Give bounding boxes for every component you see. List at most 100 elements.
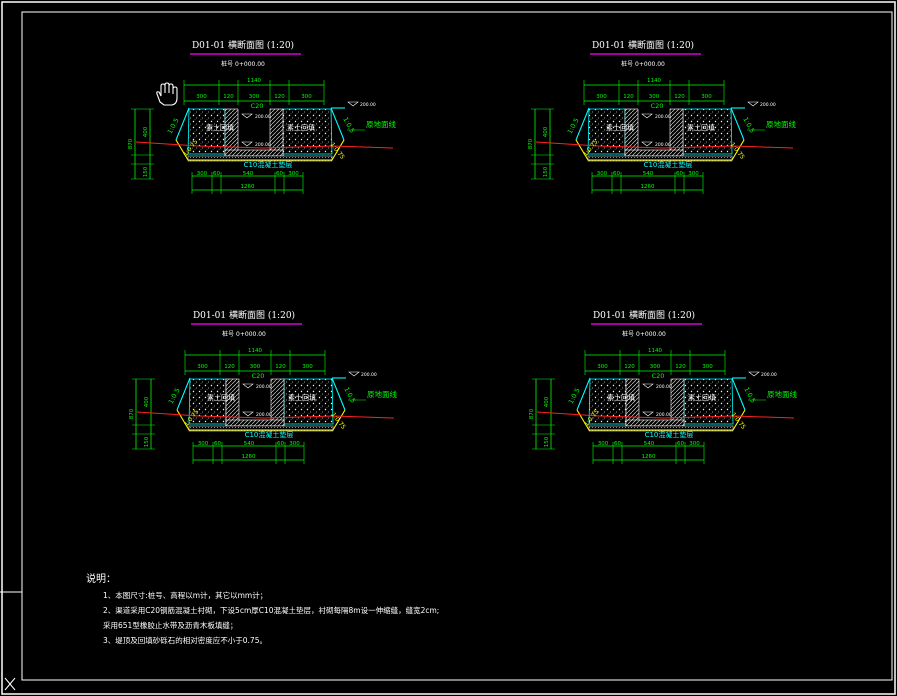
dim-part: 540	[643, 171, 654, 177]
cushion-label: C10混凝土垫层	[645, 430, 694, 439]
slope-lower-left	[175, 139, 189, 161]
ground-line	[136, 411, 395, 419]
dim-total: 1140	[648, 348, 662, 354]
ground-label: 原地面线	[767, 389, 797, 399]
channel-wall-left	[225, 378, 240, 427]
elevation-label: 200.00	[655, 142, 671, 148]
cushion-layer	[588, 425, 734, 432]
fill-label: 素土回填	[207, 393, 235, 402]
dim-part: 300	[302, 364, 313, 370]
elevation-marker	[242, 383, 254, 389]
channel-wall-right	[269, 108, 284, 157]
elevation-label: 200.00	[255, 142, 271, 148]
dim-part: 300	[597, 171, 608, 177]
grade-label: C20	[652, 372, 665, 380]
dim-part: 300	[689, 441, 700, 447]
slope-lower-right	[732, 409, 746, 431]
station-label: 桩号 0+000.00	[221, 60, 265, 68]
dim-height: 870	[128, 138, 134, 149]
elevation-marker	[642, 411, 654, 417]
channel-wall-right	[670, 378, 685, 427]
grade-label: C20	[252, 372, 265, 380]
dim-height: 150	[544, 436, 550, 447]
note-item: 1、本图尺寸:桩号、高程以m计，其它以mm计；	[103, 590, 267, 600]
elevation-label: 200.00	[360, 102, 376, 108]
dim-part: 300	[597, 364, 608, 370]
dim-part: 120	[624, 364, 635, 370]
section-title: D01-01 横断面图 (1:20)	[592, 39, 694, 51]
station-label: 桩号 0+000.00	[222, 330, 266, 338]
channel-base	[224, 149, 284, 157]
channel-wall-left	[224, 108, 239, 157]
dim-part: 120	[274, 94, 285, 100]
channel-wall-right	[669, 108, 684, 157]
dim-part: 60	[614, 441, 621, 447]
elevation-label: 200.00	[761, 372, 777, 378]
dim-part: 120	[675, 364, 686, 370]
dim-height: 400	[143, 126, 149, 137]
slope-label: 1:0.5	[342, 386, 357, 404]
slope-label: 1:0.5	[741, 116, 756, 134]
dim-total: 1140	[647, 78, 661, 84]
dim-part: 540	[244, 441, 255, 447]
note-item: 采用651型橡胶止水带及沥青木板填缝；	[103, 620, 237, 630]
dim-total: 1260	[241, 184, 255, 190]
cushion-layer	[188, 425, 334, 432]
dim-part: 540	[644, 441, 655, 447]
dim-part: 300	[249, 94, 260, 100]
elevation-marker	[747, 101, 759, 107]
channel-base	[625, 419, 685, 427]
dim-part: 300	[301, 94, 312, 100]
elevation-marker	[241, 141, 253, 147]
elevation-label: 200.00	[655, 114, 671, 120]
dim-height: 400	[544, 396, 550, 407]
cushion-label: C10混凝土垫层	[644, 160, 693, 169]
elevation-label: 200.00	[256, 412, 272, 418]
fill-label: 素土回填	[687, 123, 715, 132]
fill-label: 素土回填	[206, 123, 234, 132]
slope-lower-left	[576, 409, 590, 431]
dim-part: 300	[650, 364, 661, 370]
fill-label: 素土回填	[606, 123, 634, 132]
dim-total: 1260	[242, 454, 256, 460]
dim-total: 1260	[642, 454, 656, 460]
ground-label: 原地面线	[766, 119, 796, 129]
section-title: D01-01 横断面图 (1:20)	[593, 309, 695, 321]
elevation-marker	[348, 371, 360, 377]
dim-part: 60	[277, 441, 284, 447]
dim-part: 300	[596, 94, 607, 100]
dim-part: 60	[214, 441, 221, 447]
slope-upper-left	[176, 377, 191, 411]
dim-part: 300	[198, 441, 209, 447]
dim-part: 120	[623, 94, 634, 100]
elevation-marker	[347, 101, 359, 107]
elevation-marker	[641, 141, 653, 147]
dim-part: 300	[701, 94, 712, 100]
elevation-marker	[642, 383, 654, 389]
dim-part: 120	[674, 94, 685, 100]
cushion-label: C10混凝土垫层	[244, 160, 293, 169]
dim-part: 300	[649, 94, 660, 100]
dim-height: 870	[129, 408, 135, 419]
grade-label: C20	[251, 102, 264, 110]
slope-upper-right	[330, 107, 345, 141]
close-icon[interactable]	[4, 677, 16, 691]
channel-base	[225, 419, 285, 427]
section-title: D01-01 横断面图 (1:20)	[193, 309, 295, 321]
dim-height: 870	[529, 408, 535, 419]
elevation-label: 200.00	[361, 372, 377, 378]
dim-height: 400	[543, 126, 549, 137]
slope-lower-right	[332, 409, 346, 431]
ground-label: 原地面线	[366, 119, 396, 129]
cushion-layer	[187, 155, 333, 162]
slope-label: 1:0.5	[742, 386, 757, 404]
slope-lower-left	[176, 409, 190, 431]
dim-part: 120	[275, 364, 286, 370]
slope-upper-right	[730, 107, 745, 141]
dim-part: 120	[224, 364, 235, 370]
